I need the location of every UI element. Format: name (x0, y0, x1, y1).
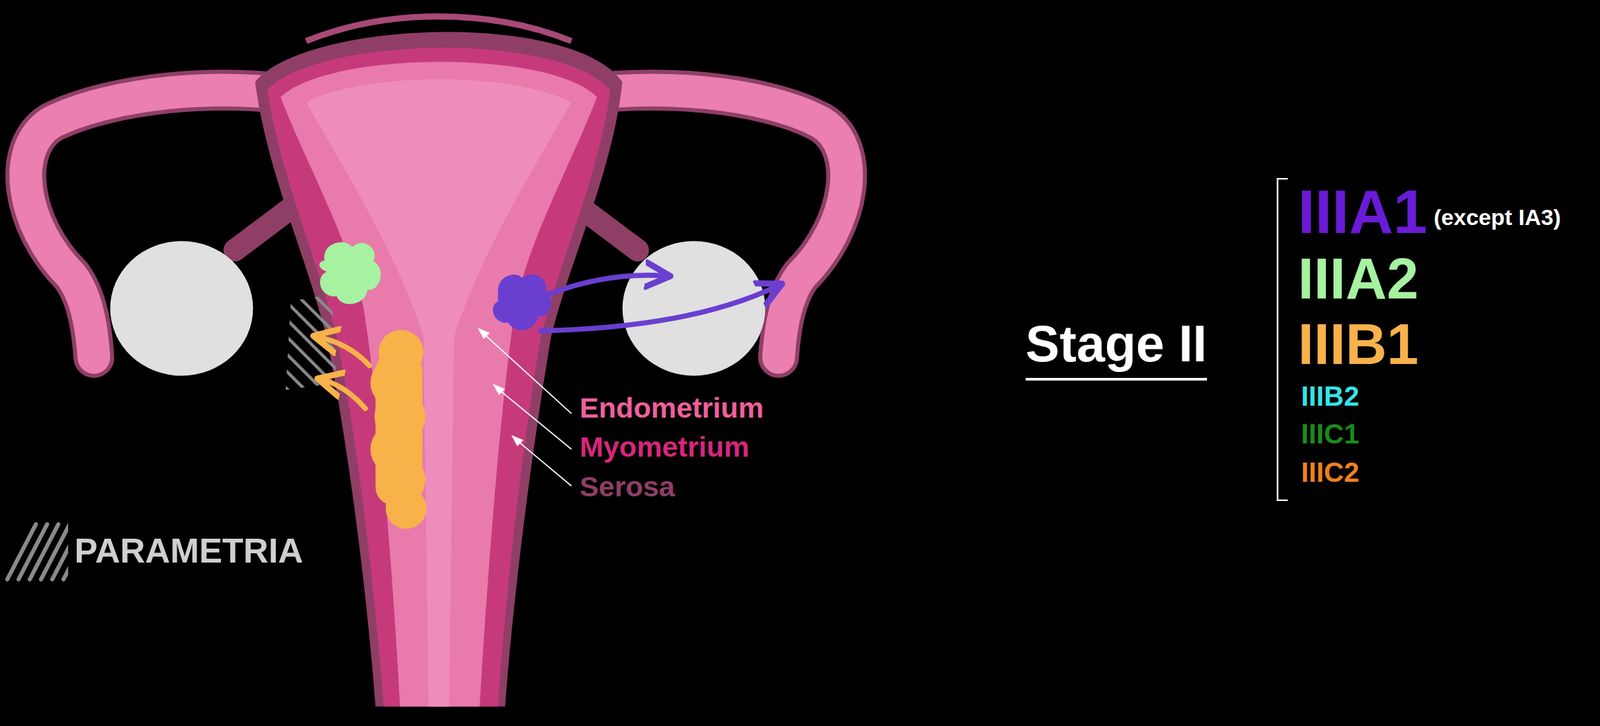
stage-code: IIIB1 (1298, 315, 1419, 373)
legend-item: PARAMETRIA (5, 520, 304, 582)
tumor-iiib1 (370, 329, 427, 529)
stage-code: IIIC2 (1300, 458, 1360, 487)
stage-code: IIIB2 (1300, 382, 1360, 411)
tumor-iiia2 (319, 242, 382, 304)
stage-label: Stage II (1025, 318, 1207, 380)
ovary (622, 240, 766, 376)
stage-code: IIIA1 (1298, 181, 1428, 243)
uterine-cavity (306, 79, 572, 707)
spread-arrow (318, 336, 370, 366)
tumor-iiia1 (492, 274, 552, 331)
legend-text: PARAMETRIA (74, 533, 304, 568)
bracket (1277, 178, 1288, 501)
leader-arrowhead (477, 327, 524, 446)
layer-label: Myometrium (579, 432, 750, 462)
hatch-swatch (5, 520, 69, 582)
endometrium-layer (280, 62, 597, 707)
spread-arrow (549, 275, 666, 294)
ovarian-ligament (234, 204, 297, 251)
leader-line (481, 331, 572, 486)
stage-code: IIIA2 (1298, 250, 1419, 308)
serosa-layer (255, 31, 623, 707)
stage-note: (except IA3) (1433, 206, 1561, 229)
spread-arrow (322, 379, 366, 409)
myometrium-layer (267, 47, 611, 707)
ovary (110, 240, 254, 376)
layer-label: Endometrium (579, 393, 764, 423)
fundus-edge (306, 16, 572, 42)
stage-code: IIIC1 (1300, 420, 1360, 448)
spread-arrow (540, 285, 778, 331)
layer-label: Serosa (579, 472, 675, 501)
